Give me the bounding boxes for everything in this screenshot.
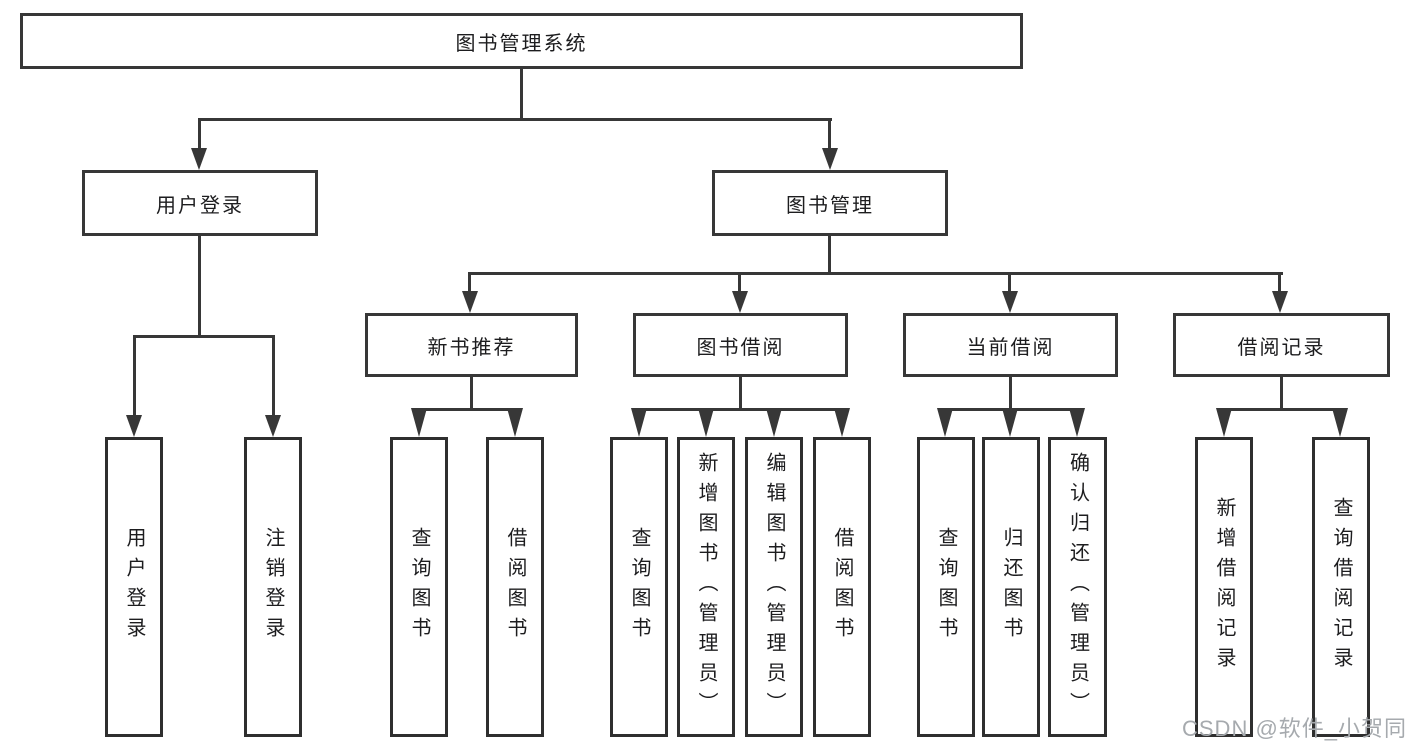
node-user-login-group: 用户登录 — [82, 170, 318, 236]
leaf-add-books-admin: 新增图书（管理员） — [677, 437, 735, 737]
arrow-down-icon — [1002, 291, 1018, 313]
leaf-label: 用户登录 — [123, 527, 145, 647]
connector-line — [198, 118, 832, 121]
arrow-down-icon — [822, 148, 838, 170]
connector-line — [828, 236, 831, 272]
connector-line — [520, 69, 523, 118]
node-label: 借阅记录 — [1237, 336, 1326, 359]
node-label: 图书管理系统 — [455, 32, 588, 55]
node-book-management: 图书管理 — [712, 170, 948, 236]
connector-line — [198, 118, 201, 150]
arrow-down-icon — [732, 291, 748, 313]
connector-line — [198, 236, 201, 335]
leaf-logout: 注销登录 — [244, 437, 302, 737]
leaf-label: 查询图书 — [628, 527, 650, 647]
connector-line — [418, 408, 516, 411]
leaf-return-books: 归还图书 — [982, 437, 1040, 737]
leaf-user-login: 用户登录 — [105, 437, 163, 737]
node-label: 图书借阅 — [696, 336, 785, 359]
leaf-label: 查询图书 — [935, 527, 957, 647]
connector-line — [469, 272, 1283, 275]
leaf-confirm-return-admin: 确认归还（管理员） — [1048, 437, 1107, 737]
arrow-down-icon — [1002, 408, 1018, 437]
leaf-label: 编辑图书（管理员） — [763, 452, 785, 722]
connector-line — [470, 377, 473, 408]
node-label: 图书管理 — [786, 194, 874, 217]
arrow-down-icon — [766, 408, 782, 437]
arrow-down-icon — [1069, 408, 1085, 437]
arrow-down-icon — [1272, 291, 1288, 313]
connector-line — [1223, 408, 1341, 411]
node-label: 新书推荐 — [427, 336, 516, 359]
leaf-query-books-borrowing: 查询图书 — [610, 437, 668, 737]
connector-line — [133, 335, 136, 417]
leaf-label: 新增借阅记录 — [1213, 497, 1235, 677]
leaf-label: 借阅图书 — [504, 527, 526, 647]
arrow-down-icon — [698, 408, 714, 437]
arrow-down-icon — [507, 408, 523, 437]
connector-line — [1280, 377, 1283, 408]
arrow-down-icon — [1216, 408, 1232, 437]
arrow-down-icon — [265, 415, 281, 437]
connector-line — [1008, 272, 1011, 292]
leaf-query-books-current: 查询图书 — [917, 437, 975, 737]
leaf-label: 确认归还（管理员） — [1066, 452, 1089, 722]
csdn-watermark: CSDN @软件_小贺同学 — [1182, 716, 1405, 741]
node-borrowing-records: 借阅记录 — [1173, 313, 1390, 377]
arrow-down-icon — [191, 148, 207, 170]
leaf-label: 查询借阅记录 — [1330, 497, 1352, 677]
leaf-label: 借阅图书 — [831, 527, 853, 647]
leaf-label: 新增图书（管理员） — [695, 452, 717, 722]
connector-line — [828, 118, 831, 150]
arrow-down-icon — [126, 415, 142, 437]
connector-line — [1009, 377, 1012, 408]
node-current-borrowing: 当前借阅 — [903, 313, 1118, 377]
connector-line — [738, 272, 741, 292]
leaf-borrow-books-borrowing: 借阅图书 — [813, 437, 871, 737]
leaf-add-borrow-record: 新增借阅记录 — [1195, 437, 1253, 737]
arrow-down-icon — [631, 408, 647, 437]
connector-line — [1278, 272, 1281, 292]
arrow-down-icon — [411, 408, 427, 437]
arrow-down-icon — [1332, 408, 1348, 437]
node-label: 当前借阅 — [966, 336, 1055, 359]
leaf-label: 归还图书 — [1000, 527, 1022, 647]
connector-line — [133, 335, 275, 338]
leaf-query-borrow-record: 查询借阅记录 — [1312, 437, 1370, 737]
leaf-edit-books-admin: 编辑图书（管理员） — [745, 437, 803, 737]
connector-line — [468, 272, 471, 292]
arrow-down-icon — [462, 291, 478, 313]
node-library-management-system: 图书管理系统 — [20, 13, 1023, 69]
connector-line — [638, 408, 843, 411]
leaf-label: 注销登录 — [262, 527, 284, 647]
connector-line — [272, 335, 275, 417]
leaf-borrow-books-recommend: 借阅图书 — [486, 437, 544, 737]
connector-line — [739, 377, 742, 408]
leaf-query-books-recommend: 查询图书 — [390, 437, 448, 737]
arrow-down-icon — [937, 408, 953, 437]
node-label: 用户登录 — [156, 194, 244, 217]
node-new-book-recommendation: 新书推荐 — [365, 313, 578, 377]
leaf-label: 查询图书 — [408, 527, 430, 647]
node-book-borrowing: 图书借阅 — [633, 313, 848, 377]
arrow-down-icon — [834, 408, 850, 437]
